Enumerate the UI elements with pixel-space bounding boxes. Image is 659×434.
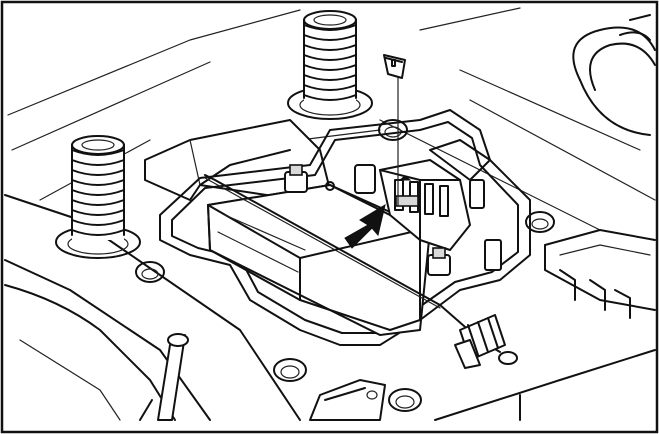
fuse-block — [379, 159, 471, 251]
bottom-clip — [309, 379, 386, 421]
lid-cable — [204, 174, 518, 369]
support-rod — [139, 333, 189, 421]
pointer-arrow — [344, 203, 386, 249]
coil-spring-left — [55, 135, 141, 259]
spare-fuse-callout — [383, 54, 406, 206]
terminal-posts — [284, 164, 502, 276]
housing-surface — [4, 7, 656, 421]
mounting-holes — [135, 119, 555, 412]
coil-spring-center — [287, 8, 373, 120]
